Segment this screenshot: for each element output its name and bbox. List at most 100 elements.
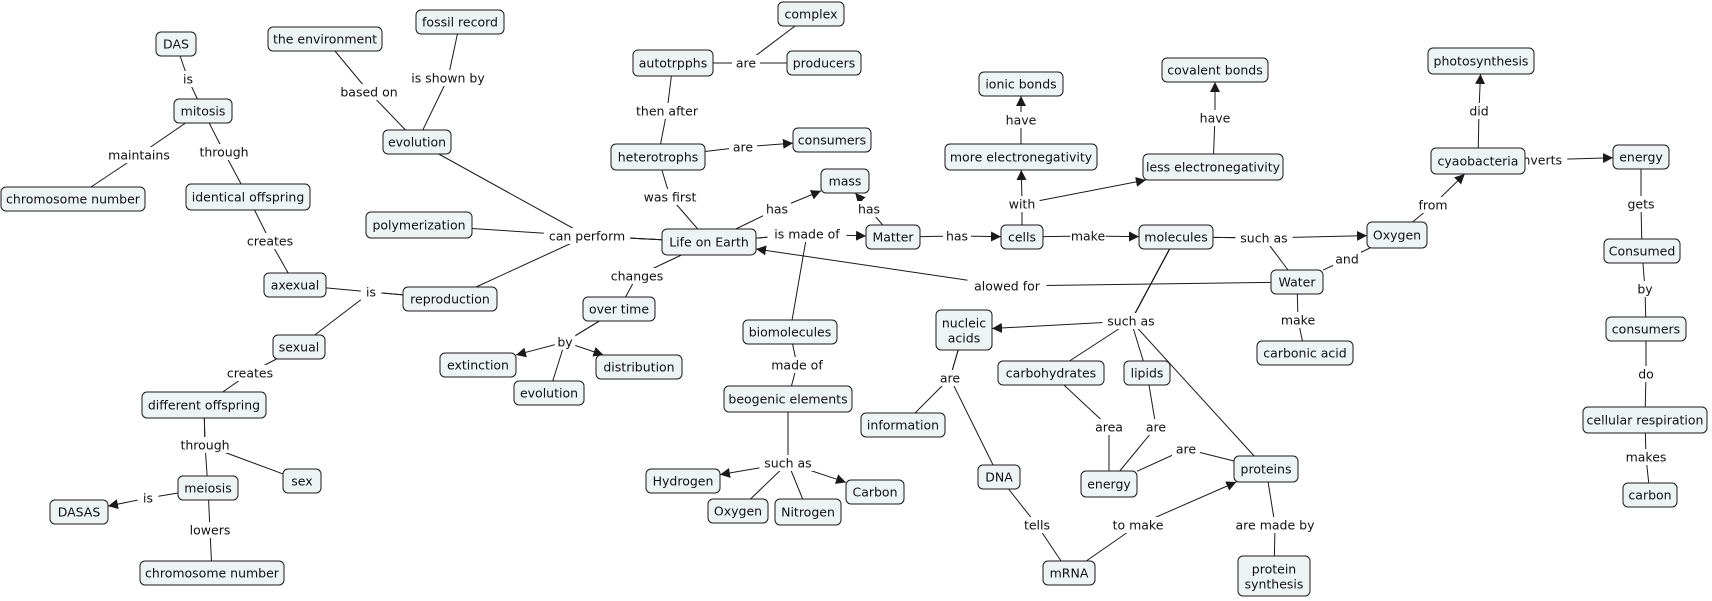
concept-box bbox=[267, 26, 383, 52]
link-label-is3: is bbox=[143, 491, 153, 506]
concept-label-hydrogen: Hydrogen bbox=[653, 474, 714, 489]
concept-box bbox=[935, 309, 993, 351]
edge-with-lessEN bbox=[1021, 176, 1146, 205]
link-label-has2: has bbox=[858, 202, 880, 217]
concept-oxygen2: Oxygen bbox=[707, 498, 769, 524]
link-label-bg bbox=[936, 370, 964, 386]
concept-label-cellresp: cellular respiration bbox=[1587, 413, 1704, 428]
concept-box bbox=[632, 49, 714, 77]
concept-label-energy1: energy bbox=[1619, 150, 1663, 165]
concept-label-consumed: Consumed bbox=[1609, 244, 1676, 259]
link-label-bg bbox=[1635, 366, 1657, 382]
concept-identical: identical offspring bbox=[185, 183, 311, 211]
concept-box bbox=[1582, 406, 1708, 434]
concept-label-photosynthesis: photosynthesis bbox=[1434, 54, 1529, 69]
concept-label-water: Water bbox=[1279, 275, 1317, 290]
concept-label-autotrpphs: autotrpphs bbox=[639, 56, 707, 71]
concept-autotrpphs: autotrpphs bbox=[632, 49, 714, 77]
edge-water-alowedfor bbox=[1006, 281, 1272, 287]
concept-box bbox=[777, 1, 845, 27]
link-label-gets: gets bbox=[1627, 197, 1654, 212]
link-label-tomake: to make bbox=[1113, 518, 1164, 533]
concept-box bbox=[860, 412, 946, 438]
concept-box bbox=[0, 186, 146, 212]
link-label-canperform: can perform bbox=[549, 229, 625, 244]
concept-label-nitrogen: Nitrogen bbox=[781, 505, 835, 520]
link-label-ismadeof: is made of bbox=[774, 227, 840, 242]
link-label-through1: through bbox=[199, 145, 248, 160]
edge-reproduction-canperform bbox=[475, 235, 588, 288]
link-label-make2: make bbox=[1281, 313, 1316, 328]
concept-box bbox=[1142, 153, 1284, 181]
concept-box bbox=[865, 224, 921, 250]
concept-label-axexual: axexual bbox=[271, 278, 320, 293]
concept-dasas: DASAS bbox=[49, 499, 109, 525]
link-label-area: area bbox=[1095, 420, 1123, 435]
concept-box bbox=[1603, 238, 1681, 264]
link-label-and: and bbox=[1335, 252, 1359, 267]
link-label-bg bbox=[1102, 313, 1160, 329]
concept-evolution1: evolution bbox=[382, 129, 452, 155]
concept-label-energy2: energy bbox=[1087, 477, 1131, 492]
concept-label-carbon1: Carbon bbox=[852, 485, 897, 500]
concept-box bbox=[944, 143, 1098, 171]
concept-beogenic: beogenic elements bbox=[723, 385, 853, 413]
concept-life: Life on Earth bbox=[661, 228, 757, 256]
concept-label-information: information bbox=[867, 418, 939, 433]
concept-biomolecules: biomolecules bbox=[742, 319, 838, 345]
concept-label-oxygen2: Oxygen bbox=[714, 504, 762, 519]
link-label-bg bbox=[608, 268, 666, 284]
concept-label-producers: producers bbox=[793, 56, 856, 71]
concept-label-distribution: distribution bbox=[603, 360, 674, 375]
concept-label-lessEN: less electronegativity bbox=[1146, 160, 1281, 175]
concept-label-evolution1: evolution bbox=[388, 135, 446, 150]
link-label-by1: by bbox=[1637, 282, 1653, 297]
link-label-bg bbox=[1003, 112, 1039, 128]
concept-box bbox=[1233, 455, 1299, 483]
link-label-bg bbox=[634, 189, 706, 205]
concept-complex: complex bbox=[777, 1, 845, 27]
link-label-bg bbox=[1235, 230, 1293, 246]
concept-label-dna: DNA bbox=[985, 470, 1013, 485]
concept-label-different: different offspring bbox=[148, 398, 260, 413]
link-label-basedon: based on bbox=[340, 85, 397, 100]
link-label-bg bbox=[1634, 281, 1656, 297]
concept-label-sexual: sexual bbox=[279, 340, 319, 355]
concept-water: Water bbox=[1270, 269, 1324, 295]
link-label-has1: has bbox=[766, 202, 788, 217]
concept-covalent: covalent bonds bbox=[1161, 57, 1269, 83]
link-label-bg bbox=[943, 228, 971, 244]
concept-consumed: Consumed bbox=[1603, 238, 1681, 264]
concept-box bbox=[774, 498, 842, 526]
concept-consumers1: consumers bbox=[792, 127, 872, 153]
concept-label-ionic: ionic bonds bbox=[985, 77, 1056, 92]
concept-box bbox=[595, 354, 683, 380]
link-label-bg bbox=[1623, 196, 1659, 212]
link-label-creates1: creates bbox=[247, 234, 293, 249]
link-label-bg bbox=[1624, 449, 1668, 465]
concept-box bbox=[402, 286, 498, 312]
concept-ionic: ionic bonds bbox=[978, 71, 1064, 97]
edge-suchas3-proteins bbox=[1130, 320, 1255, 457]
concept-label-overtime: over time bbox=[589, 302, 649, 317]
concept-box bbox=[173, 98, 233, 124]
concept-different: different offspring bbox=[141, 391, 267, 419]
link-label-alowedfor: alowed for bbox=[974, 279, 1041, 294]
concept-dna: DNA bbox=[977, 464, 1021, 490]
concept-box bbox=[439, 352, 517, 378]
edge-ismadeof-biomolecules bbox=[791, 233, 808, 321]
concept-label-identical: identical offspring bbox=[192, 190, 305, 205]
link-label-are4: are bbox=[1146, 420, 1167, 435]
link-label-bg bbox=[221, 365, 279, 381]
concept-box bbox=[272, 334, 326, 360]
link-label-bg bbox=[195, 144, 253, 160]
concept-lessEN: less electronegativity bbox=[1142, 153, 1284, 181]
concept-cyaobacteria: cyaobacteria bbox=[1430, 147, 1526, 175]
link-label-bg bbox=[137, 490, 159, 506]
concept-reproduction: reproduction bbox=[402, 286, 498, 312]
link-label-bg bbox=[1172, 441, 1200, 457]
concept-extinction: extinction bbox=[439, 352, 517, 378]
link-label-bg bbox=[1142, 419, 1170, 435]
link-label-aremadeby: are made by bbox=[1236, 518, 1316, 533]
